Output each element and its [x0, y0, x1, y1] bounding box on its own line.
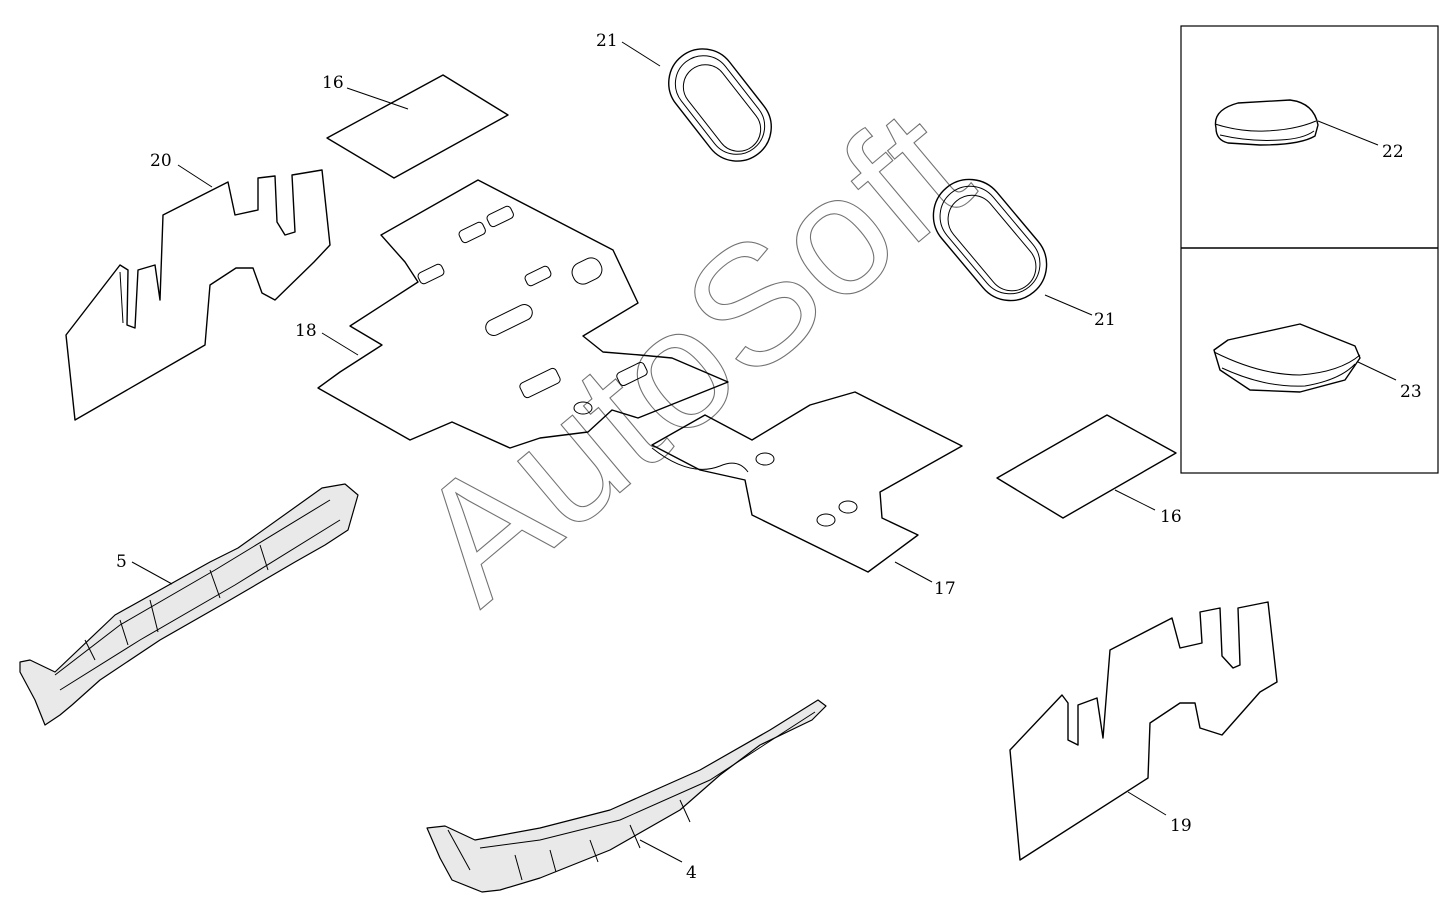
callout-19: 19	[1170, 816, 1192, 836]
callout-5: 5	[116, 552, 127, 572]
part-23-plug[interactable]: 23	[1213, 323, 1422, 402]
part-18-floor-mat[interactable]: 18	[295, 179, 729, 449]
part-21-grommet-top[interactable]: 21	[596, 31, 785, 175]
callout-17: 17	[934, 579, 956, 599]
callout-23: 23	[1400, 382, 1422, 402]
callout-16-top: 16	[322, 73, 344, 93]
callout-21-top: 21	[596, 31, 618, 51]
callout-16-right: 16	[1160, 507, 1182, 527]
callout-18: 18	[295, 321, 317, 341]
part-16-pad-top[interactable]: 16	[322, 73, 509, 179]
inset-frame	[1180, 25, 1439, 474]
part-4-sill[interactable]: 4	[426, 699, 827, 893]
part-20-panel[interactable]: 20	[65, 151, 331, 421]
part-5-sill[interactable]: 5	[19, 483, 359, 726]
part-16-pad-right[interactable]: 16	[996, 414, 1182, 527]
callout-20: 20	[150, 151, 172, 171]
callout-4: 4	[686, 863, 697, 883]
callout-21-right: 21	[1094, 310, 1116, 330]
part-22-plug[interactable]: 22	[1214, 99, 1404, 162]
part-19-panel[interactable]: 19	[1009, 601, 1278, 861]
part-21-grommet-right[interactable]: 21	[919, 165, 1116, 330]
part-17-floor-mat[interactable]: 17	[651, 391, 963, 599]
callout-22: 22	[1382, 142, 1404, 162]
